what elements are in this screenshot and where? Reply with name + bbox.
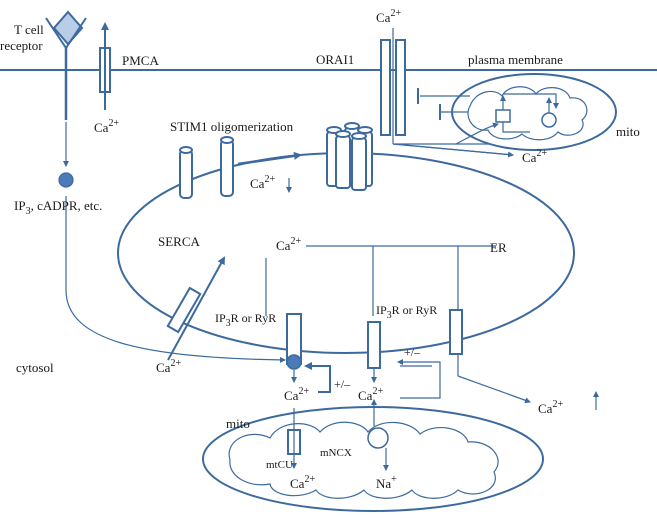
pmca-label: PMCA: [122, 53, 159, 68]
t-cell-receptor: [45, 10, 87, 188]
mncx-label: mNCX: [320, 447, 352, 459]
er-ca-label: Ca2+: [276, 236, 301, 253]
stim1-oligomer-cluster: [326, 122, 373, 191]
stim1-single-units: [179, 136, 234, 199]
cytosol-label: cytosol: [16, 360, 54, 375]
ip3-label: IP3, cADPR, etc.: [14, 198, 102, 217]
mito-top-ca-label: Ca2+: [522, 148, 547, 165]
mito-top-label: mito: [616, 124, 640, 139]
second-messenger-dot: [58, 172, 74, 188]
na-label: Na+: [376, 474, 397, 491]
tcr-label-line1: T cell: [14, 22, 44, 37]
orai1-label: ORAI1: [316, 52, 354, 67]
ip3r-middle-channel: [367, 321, 381, 383]
ca-below-left-label: Ca2+: [284, 386, 309, 403]
stim-migration-arrow: [237, 151, 302, 166]
mito-bottom: [202, 399, 544, 512]
serca-label: SERCA: [158, 234, 201, 249]
ip3r-right-label: IP3R or RyR: [376, 303, 437, 321]
mito-top: [417, 73, 617, 151]
orai1-channel: [380, 28, 520, 158]
pmca-ca-label: Ca2+: [94, 118, 119, 135]
stim1-label: STIM1 oligomerization: [170, 119, 294, 134]
stim-ca-label: Ca2+: [250, 174, 275, 191]
receptor-diamond-icon: [52, 10, 84, 46]
ip3r-left-label: IP3R or RyR: [215, 311, 276, 329]
ip3r-right-channel: [449, 309, 463, 355]
feedback-left-label: +/–: [334, 377, 351, 391]
mtcu-label: mtCU: [266, 459, 293, 471]
ca-right-out-label: Ca2+: [538, 399, 563, 416]
feedback-right-label: +/–: [404, 345, 421, 359]
serca-pump: [166, 256, 225, 361]
mito-bottom-label: mito: [226, 416, 250, 431]
tcr-label-line2: receptor: [0, 38, 43, 53]
mito-bottom-ca-label: Ca2+: [290, 474, 315, 491]
cytosol-ca-label: Ca2+: [156, 358, 181, 375]
er-label: ER: [490, 240, 507, 255]
orai1-ca-label: Ca2+: [376, 8, 401, 25]
ip3r-left-channel: [286, 313, 331, 393]
pmca-pump: [99, 22, 111, 110]
plasma-membrane-label: plasma membrane: [468, 52, 563, 67]
ca-below-mid-label: Ca2+: [358, 386, 383, 403]
